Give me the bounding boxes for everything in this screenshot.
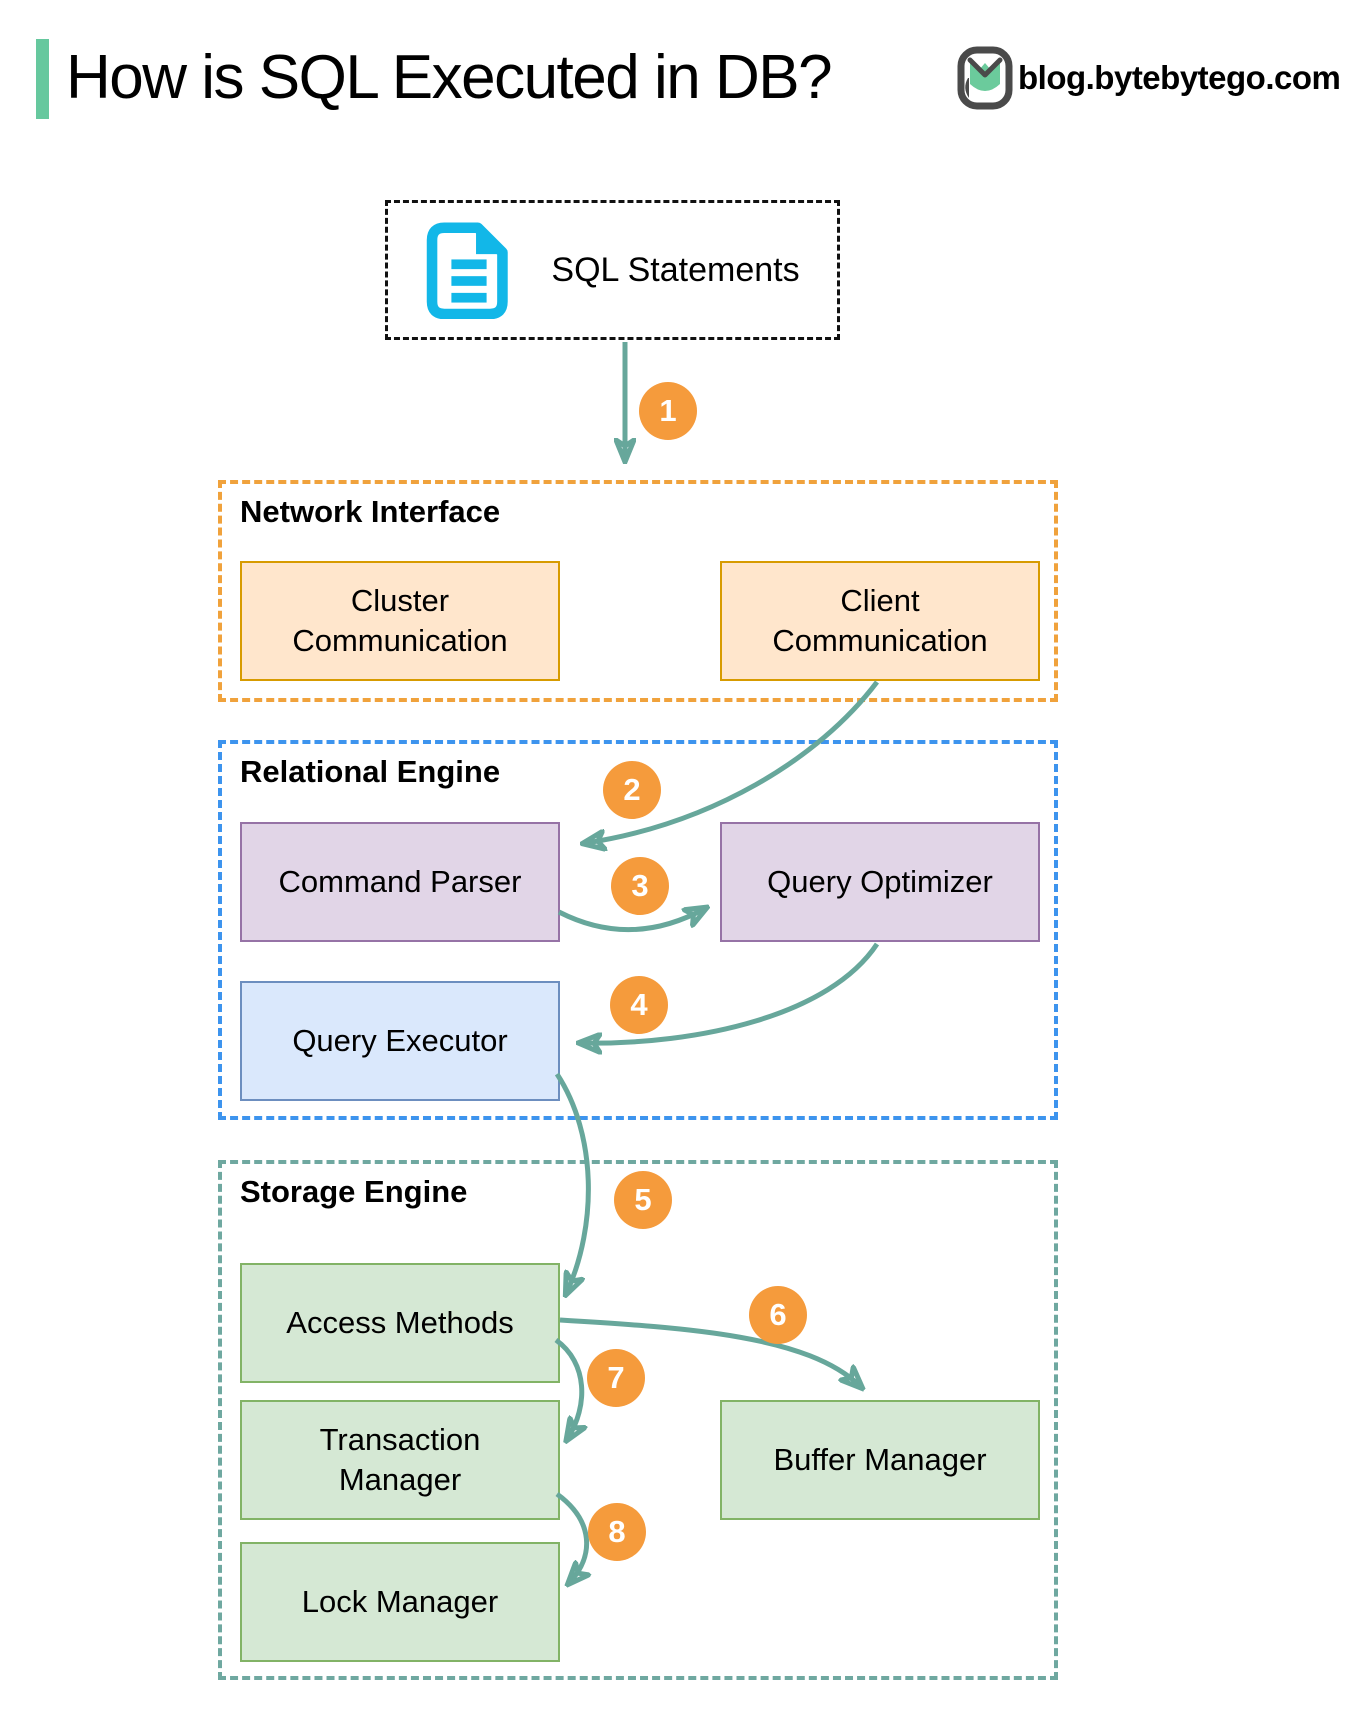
step-badge-3: 3: [611, 857, 669, 915]
sql-statements-label: SQL Statements: [551, 250, 800, 289]
step-badge-5: 5: [614, 1171, 672, 1229]
node-command-parser: Command Parser: [240, 822, 560, 942]
step-badge-1: 1: [639, 382, 697, 440]
brand-text: blog.bytebytego.com: [1018, 59, 1341, 96]
node-cluster-communication: Cluster Communication: [240, 561, 560, 681]
step-badge-8: 8: [588, 1503, 646, 1561]
brand: blog.bytebytego.com: [956, 46, 1341, 110]
section-label-relational-engine: Relational Engine: [240, 754, 501, 789]
node-client-communication: Client Communication: [720, 561, 1040, 681]
section-label-storage-engine: Storage Engine: [240, 1174, 468, 1209]
node-query-executor: Query Executor: [240, 981, 560, 1101]
node-access-methods: Access Methods: [240, 1263, 560, 1383]
step-badge-6: 6: [749, 1286, 807, 1344]
node-query-optimizer: Query Optimizer: [720, 822, 1040, 942]
section-storage-engine: Storage Engine: [218, 1160, 1058, 1680]
document-icon: [427, 222, 509, 319]
node-buffer-manager: Buffer Manager: [720, 1400, 1040, 1520]
step-badge-4: 4: [610, 976, 668, 1034]
sql-statements-node: SQL Statements: [385, 200, 840, 340]
node-lock-manager: Lock Manager: [240, 1542, 560, 1662]
page-title: How is SQL Executed in DB?: [66, 43, 833, 112]
bytebytego-logo-icon: [957, 46, 1013, 110]
step-badge-2: 2: [603, 761, 661, 819]
node-transaction-manager: Transaction Manager: [240, 1400, 560, 1520]
section-label-network-interface: Network Interface: [240, 494, 501, 529]
title-accent-bar: [36, 39, 49, 119]
step-badge-7: 7: [587, 1349, 645, 1407]
